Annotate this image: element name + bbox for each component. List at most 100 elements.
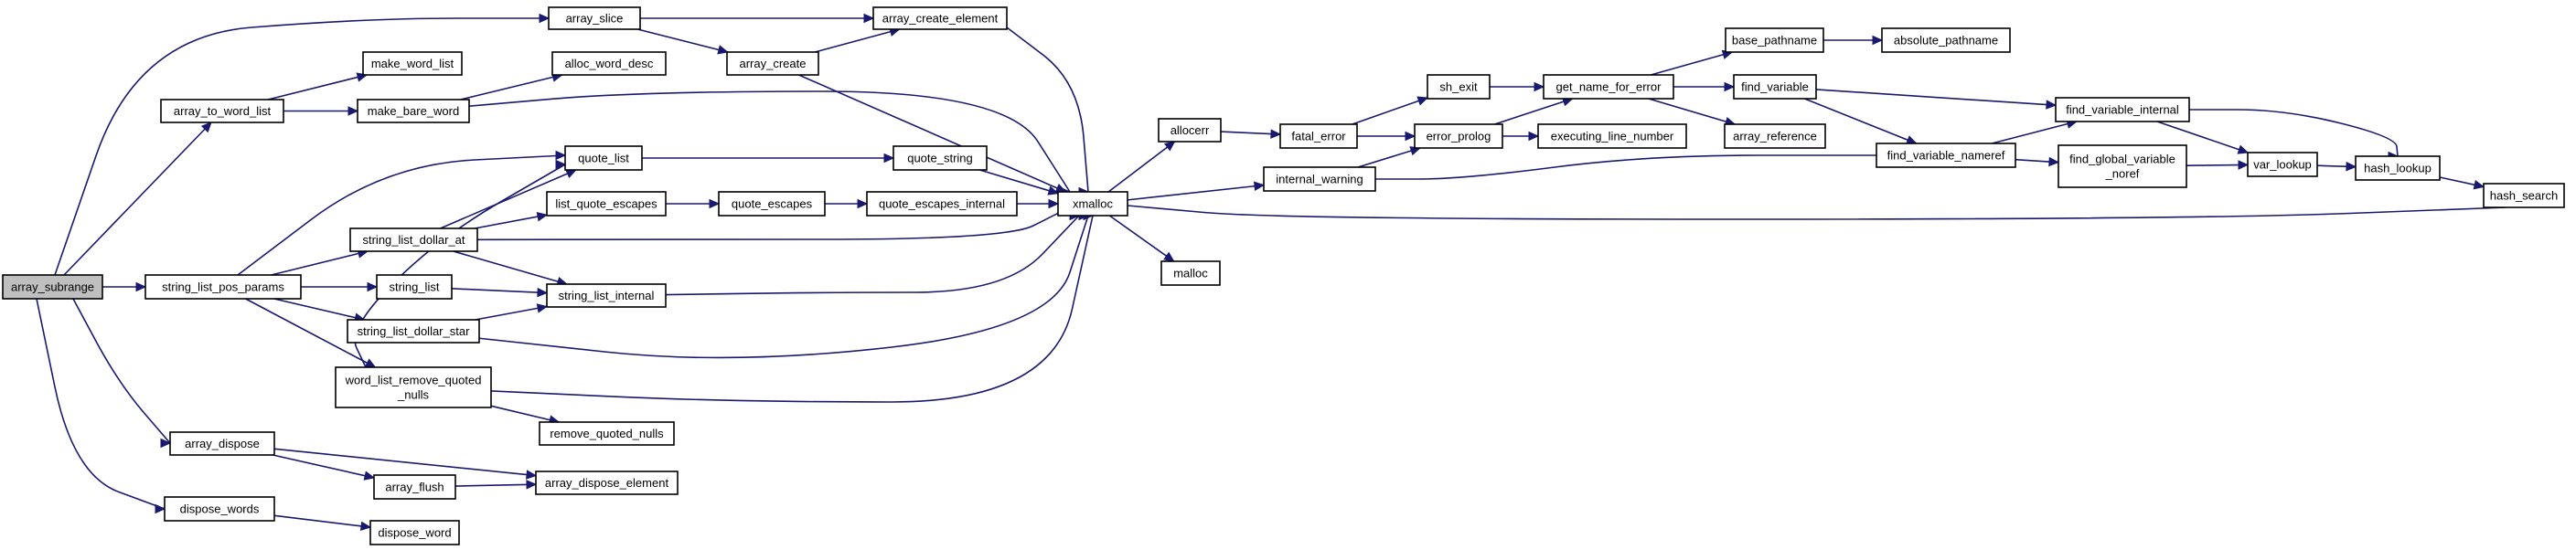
node-box-find_variable_internal[interactable] <box>2055 97 2190 122</box>
node-label-array_flush: array_flush <box>385 481 444 494</box>
node-quote_escapes[interactable]: quote_escapes <box>718 191 826 217</box>
node-get_name_for_error[interactable]: get_name_for_error <box>1543 74 1674 100</box>
node-box-executing_line_number[interactable] <box>1537 123 1687 149</box>
node-label-dispose_words: dispose_words <box>180 502 260 516</box>
node-box-xmalloc[interactable] <box>1057 191 1128 217</box>
node-array_dispose_element[interactable]: array_dispose_element <box>535 471 679 495</box>
arrowhead-fatal_error-to-error_prolog <box>1405 131 1416 142</box>
node-string_list_dollar_star[interactable]: string_list_dollar_star <box>347 319 480 344</box>
node-box-sh_exit[interactable] <box>1427 74 1491 100</box>
node-box-string_list_dollar_star[interactable] <box>347 319 480 344</box>
node-box-array_slice[interactable] <box>548 6 641 30</box>
node-box-alloc_word_desc[interactable] <box>551 51 667 76</box>
node-box-make_bare_word[interactable] <box>357 99 470 123</box>
node-box-array_create[interactable] <box>726 51 819 76</box>
node-executing_line_number[interactable]: executing_line_number <box>1537 123 1687 149</box>
node-string_list_pos_params[interactable]: string_list_pos_params <box>144 274 302 300</box>
node-string_list_internal[interactable]: string_list_internal <box>546 283 667 308</box>
node-array_to_word_list[interactable]: array_to_word_list <box>160 99 284 123</box>
node-box-string_list[interactable] <box>376 274 453 300</box>
node-array_reference[interactable]: array_reference <box>1724 123 1826 149</box>
node-quote_string[interactable]: quote_string <box>893 145 988 171</box>
edge-find_variable_internal-to-hash_lookup <box>2189 109 2399 157</box>
node-box-make_word_list[interactable] <box>362 51 463 76</box>
node-box-internal_warning[interactable] <box>1263 166 1376 192</box>
node-find_variable_internal[interactable]: find_variable_internal <box>2055 97 2190 122</box>
node-box-remove_quoted_nulls[interactable] <box>539 421 675 446</box>
node-box-find_variable_nameref[interactable] <box>1876 143 2016 168</box>
node-box-var_lookup[interactable] <box>2247 152 2318 177</box>
node-make_bare_word[interactable]: make_bare_word <box>357 99 470 123</box>
node-box-string_list_dollar_at[interactable] <box>349 227 478 252</box>
node-box-array_flush[interactable] <box>373 474 456 500</box>
node-box-malloc[interactable] <box>1160 260 1221 286</box>
node-box-array_to_word_list[interactable] <box>160 99 284 123</box>
node-find_variable_nameref[interactable]: find_variable_nameref <box>1876 143 2016 168</box>
node-find_variable[interactable]: find_variable <box>1733 74 1817 100</box>
node-box-fatal_error[interactable] <box>1279 123 1358 149</box>
node-box-string_list_internal[interactable] <box>546 283 667 308</box>
node-array_subrange[interactable]: array_subrange <box>2 274 103 300</box>
node-box-base_pathname[interactable] <box>1725 27 1824 53</box>
node-string_list[interactable]: string_list <box>376 274 453 300</box>
node-box-hash_search[interactable] <box>2483 183 2565 208</box>
node-hash_lookup[interactable]: hash_lookup <box>2355 155 2441 181</box>
node-alloc_word_desc[interactable]: alloc_word_desc <box>551 51 667 76</box>
node-box-absolute_pathname[interactable] <box>1881 27 2011 53</box>
node-dispose_word[interactable]: dispose_word <box>369 520 460 545</box>
node-label-array_reference: array_reference <box>1733 130 1817 143</box>
node-array_create_element[interactable]: array_create_element <box>872 6 1008 30</box>
node-hash_search[interactable]: hash_search <box>2483 183 2565 208</box>
node-sh_exit[interactable]: sh_exit <box>1427 74 1491 100</box>
node-box-quote_escapes_internal[interactable] <box>866 191 1018 217</box>
node-box-allocerr[interactable] <box>1158 118 1222 143</box>
node-xmalloc[interactable]: xmalloc <box>1057 191 1128 217</box>
node-make_word_list[interactable]: make_word_list <box>362 51 463 76</box>
node-array_slice[interactable]: array_slice <box>548 6 641 30</box>
node-box-error_prolog[interactable] <box>1414 123 1503 149</box>
node-allocerr[interactable]: allocerr <box>1158 118 1222 143</box>
node-var_lookup[interactable]: var_lookup <box>2247 152 2318 177</box>
node-quote_escapes_internal[interactable]: quote_escapes_internal <box>866 191 1018 217</box>
node-label-make_word_list: make_word_list <box>371 57 454 70</box>
node-box-find_global_variable_noref[interactable] <box>2058 144 2187 188</box>
node-absolute_pathname[interactable]: absolute_pathname <box>1881 27 2011 53</box>
node-box-quote_list[interactable] <box>564 145 643 171</box>
node-dispose_words[interactable]: dispose_words <box>164 496 275 522</box>
node-box-array_create_element[interactable] <box>872 6 1008 30</box>
node-array_create[interactable]: array_create <box>726 51 819 76</box>
node-label-fatal_error: fatal_error <box>1291 130 1346 143</box>
node-malloc[interactable]: malloc <box>1160 260 1221 286</box>
node-string_list_dollar_at[interactable]: string_list_dollar_at <box>349 227 478 252</box>
node-box-list_quote_escapes[interactable] <box>546 191 667 217</box>
node-box-get_name_for_error[interactable] <box>1543 74 1674 100</box>
node-box-quote_escapes[interactable] <box>718 191 826 217</box>
node-remove_quoted_nulls[interactable]: remove_quoted_nulls <box>539 421 675 446</box>
node-box-array_reference[interactable] <box>1724 123 1826 149</box>
node-quote_list[interactable]: quote_list <box>564 145 643 171</box>
node-word_list_remove_quoted_nulls[interactable]: word_list_remove_quoted_nulls <box>335 366 492 408</box>
node-array_flush[interactable]: array_flush <box>373 474 456 500</box>
node-box-quote_string[interactable] <box>893 145 988 171</box>
node-box-string_list_pos_params[interactable] <box>144 274 302 300</box>
node-internal_warning[interactable]: internal_warning <box>1263 166 1376 192</box>
node-list_quote_escapes[interactable]: list_quote_escapes <box>546 191 667 217</box>
node-label-absolute_pathname: absolute_pathname <box>1894 34 1998 48</box>
nodes-layer: array_subrange array_slice array_create_el… <box>2 6 2565 545</box>
node-fatal_error[interactable]: fatal_error <box>1279 123 1358 149</box>
edge-array_create-to-array_create_element <box>815 28 900 53</box>
edge-string_list_dollar_at-to-string_list_internal <box>453 250 568 285</box>
node-box-array_dispose_element[interactable] <box>535 471 679 495</box>
node-array_dispose[interactable]: array_dispose <box>169 431 275 456</box>
node-box-array_dispose[interactable] <box>169 431 275 456</box>
node-find_global_variable_noref[interactable]: find_global_variable_noref <box>2058 144 2187 188</box>
node-error_prolog[interactable]: error_prolog <box>1414 123 1503 149</box>
node-box-find_variable[interactable] <box>1733 74 1817 100</box>
node-box-array_subrange[interactable] <box>2 274 103 300</box>
node-box-word_list_remove_quoted_nulls[interactable] <box>335 366 492 408</box>
node-box-dispose_words[interactable] <box>164 496 275 522</box>
node-box-dispose_word[interactable] <box>369 520 460 545</box>
node-box-hash_lookup[interactable] <box>2355 155 2441 181</box>
node-base_pathname[interactable]: base_pathname <box>1725 27 1824 53</box>
arrowhead-array_subrange-to-array_to_word_list <box>200 122 212 133</box>
